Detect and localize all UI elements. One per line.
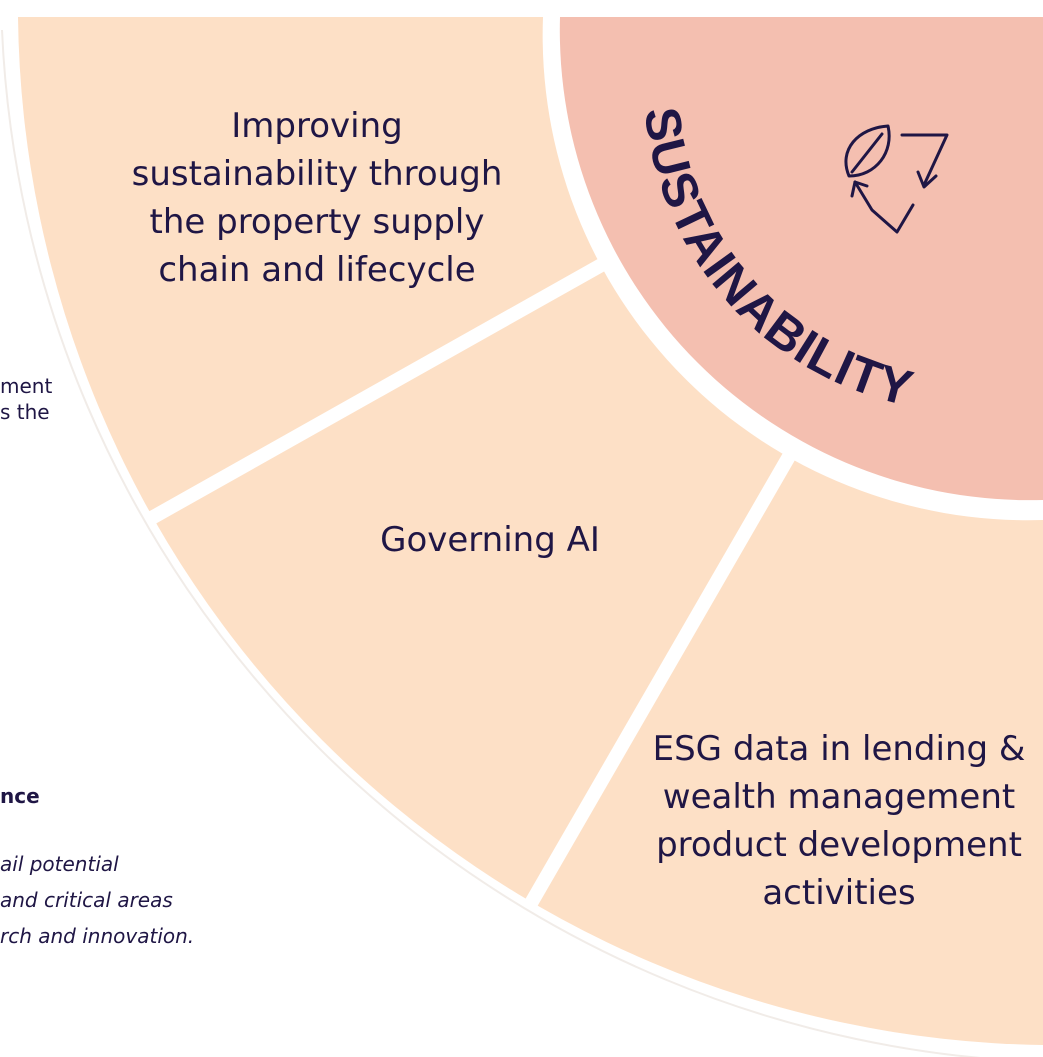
- side-fragment: ment: [0, 374, 53, 398]
- segment-label-line: Improving: [231, 106, 402, 146]
- wheel-outer-edge: [1, 29, 982, 1057]
- segment-label-line: chain and lifecycle: [158, 250, 475, 290]
- side-fragment: s the: [0, 400, 50, 424]
- side-description-line: and critical areas: [0, 888, 173, 912]
- segment-label-line: wealth management: [663, 777, 1015, 817]
- segment-label-governing-ai: Governing AI: [380, 520, 600, 560]
- leaf-recycle-icon: [844, 124, 949, 234]
- segment-label-line: product development: [656, 825, 1022, 865]
- segment-label-line: Governing AI: [380, 520, 600, 560]
- segment-label-esg-data: ESG data in lending & wealth management pr…: [653, 729, 1026, 913]
- segment-label-line: ESG data in lending &: [653, 729, 1026, 769]
- side-heading: nce: [0, 784, 40, 808]
- segment-label-supply-chain: Improving sustainability through the prope…: [132, 106, 503, 290]
- segment-label-line: the property supply: [150, 202, 485, 242]
- segment-divider: [523, 442, 802, 909]
- segment-label-line: activities: [762, 873, 915, 913]
- segment-label-line: sustainability through: [132, 154, 503, 194]
- center-sector: [559, 17, 1043, 501]
- side-description-line: rch and innovation.: [0, 924, 195, 948]
- side-description-line: ail potential: [0, 852, 119, 876]
- segment-divider: [144, 252, 616, 527]
